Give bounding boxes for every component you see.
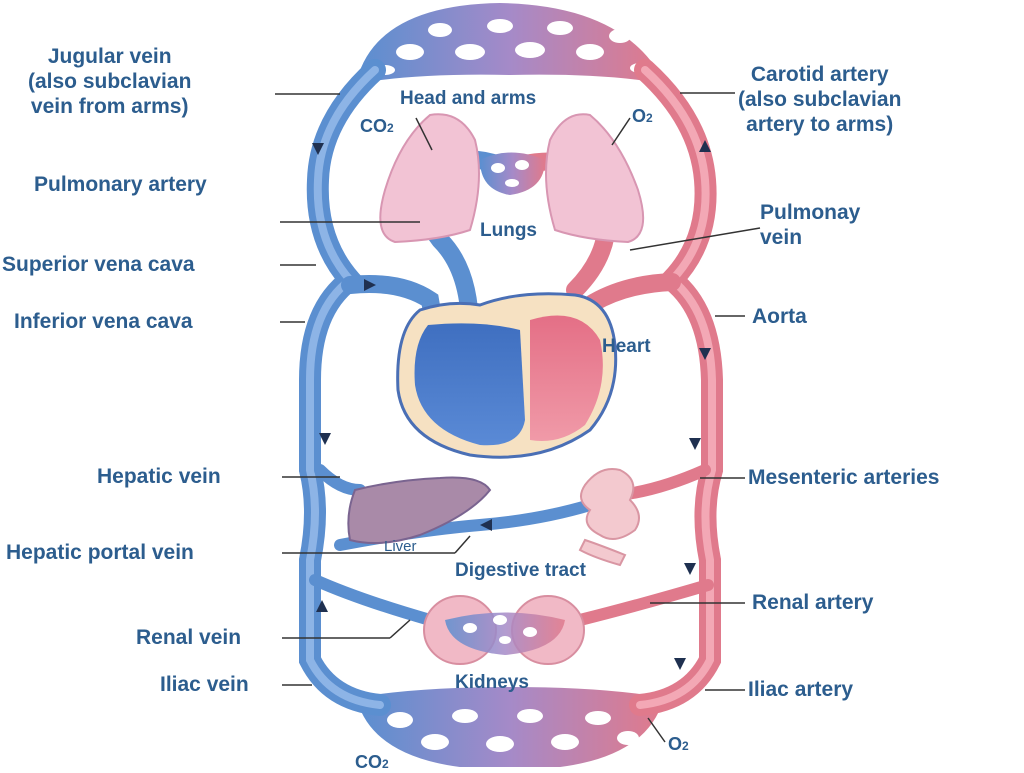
digestive-tract-illustration [578,468,640,567]
superior-vena-cava-label: Superior vena cava [2,253,195,276]
pulmonary-vein-line-2: vein [760,226,803,250]
flow-arrows [312,140,711,670]
aorta-label: Aorta [752,305,807,328]
o2-top-label: O2 [632,106,653,126]
mesenteric-arteries-label: Mesenteric arteries [748,466,940,489]
renal-vein-label: Renal vein [136,626,242,649]
pulmonary-artery-label: Pulmonary artery [34,173,207,196]
heart-illustration [396,292,618,459]
jugular-vein-label: Jugular vein (also subclavian vein from … [28,44,191,120]
pulmonary-vein-label: Pulmonay vein [760,200,860,250]
lungs-label: Lungs [480,220,537,241]
co2-top-label: CO2 [360,116,394,136]
o2-bottom-label: O2 [668,734,689,754]
carotid-artery-label: Carotid artery (also subclavian artery t… [738,62,901,138]
leader-lines [275,92,761,743]
renal-artery-label: Renal artery [752,591,874,614]
pulmonary-vein-line-1: Pulmonay [760,201,861,224]
co2-bottom-label: CO2 [355,752,389,772]
jugular-line-1: Jugular vein [47,45,172,68]
kidneys-illustration [423,595,585,665]
hepatic-vein-label: Hepatic vein [97,465,221,488]
kidneys-label: Kidneys [455,672,529,693]
digestive-tract-label: Digestive tract [455,560,586,581]
inferior-vena-cava-label: Inferior vena cava [14,310,193,333]
jugular-line-2: (also subclavian [28,70,192,94]
carotid-line-3: artery to arms) [746,113,894,137]
jugular-line-3: vein from arms) [30,95,189,119]
liver-label: Liver [384,538,417,555]
lungs-illustration [379,113,645,244]
carotid-line-2: (also subclavian [738,88,902,112]
iliac-vein-label: Iliac vein [160,673,249,696]
lower-capillary-bed [356,686,664,767]
iliac-artery-label: Iliac artery [748,678,854,701]
carotid-line-1: Carotid artery [750,63,889,86]
head-and-arms-label: Head and arms [400,88,537,109]
heart-label: Heart [602,336,651,357]
head-capillary-bed [355,2,666,84]
hepatic-portal-vein-label: Hepatic portal vein [6,541,194,564]
liver-illustration [347,476,492,544]
